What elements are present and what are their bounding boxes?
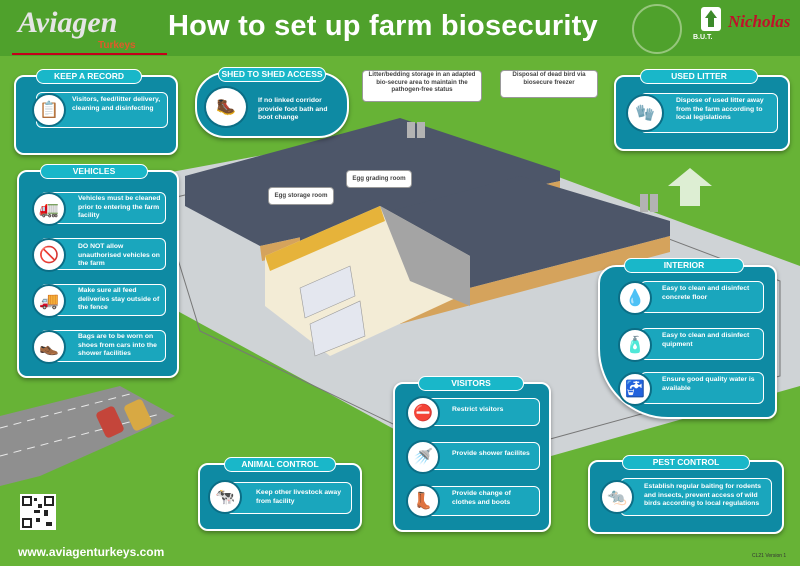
used-litter-icon: 🧤	[626, 94, 664, 132]
shed-title: SHED TO SHED ACCESS	[218, 67, 326, 82]
clipboard-icon: 📋	[32, 93, 66, 127]
water-tap-icon: 🚰	[618, 372, 652, 406]
animal-box	[226, 482, 352, 514]
visitors-title: VISITORS	[418, 376, 524, 391]
interior-item-3-box	[640, 372, 764, 404]
shower-icon: 🚿	[406, 440, 440, 474]
qr-code-icon	[20, 494, 56, 530]
keep-record-text: Visitors, feed/litter delivery, cleaning…	[72, 96, 161, 112]
page-title: How to set up farm biosecurity	[168, 10, 598, 42]
logo-underline	[12, 53, 167, 55]
pest-title: PEST CONTROL	[622, 455, 750, 470]
partner-nicholas: Nicholas	[728, 12, 791, 31]
visitors-item-3: Provide change of clothes and boots	[452, 490, 511, 506]
aviagen-logo: Aviagen Turkeys	[12, 4, 167, 55]
farm-scene	[0, 118, 800, 486]
footer-url[interactable]: www.aviagenturkeys.com	[18, 545, 165, 559]
visitors-item-2: Provide shower facilites	[452, 450, 530, 457]
interior-item-1: Easy to clean and disinfect concrete flo…	[662, 285, 750, 301]
floor-spray-icon: 💧	[618, 281, 652, 315]
livestock-icon: 🐄	[208, 480, 242, 514]
vehicles-item-2: DO NOT allow unauthorised vehicles on th…	[78, 243, 160, 267]
seal-logo	[632, 4, 682, 54]
but-logo-icon	[701, 7, 721, 31]
dead-bird-callout: Disposal of dead bird via biosecure free…	[500, 70, 598, 98]
egg-storage-callout: Egg storage room	[268, 187, 334, 205]
interior-item-1-box	[640, 281, 764, 313]
vehicles-title: VEHICLES	[40, 164, 148, 179]
keep-record-title: KEEP A RECORD	[36, 69, 142, 84]
visitors-item-1: Restrict visitors	[452, 406, 504, 413]
brand-name: Aviagen	[18, 6, 118, 39]
used-litter-text: Dispose of used litter away from the far…	[676, 97, 764, 121]
foot-bath-icon: 🥾	[204, 86, 248, 128]
no-car-icon: 🚫	[32, 238, 66, 272]
vehicles-item-1: Vehicles must be cleaned prior to enteri…	[78, 195, 161, 219]
shed-text: If no linked corridor provide foot bath …	[258, 97, 328, 121]
vehicles-item-4: Bags are to be worn on shoes from cars i…	[78, 333, 157, 357]
used-litter-title: USED LITTER	[640, 69, 758, 84]
vehicles-item-3: Make sure all feed deliveries stay outsi…	[78, 287, 160, 311]
animal-title: ANIMAL CONTROL	[224, 457, 336, 472]
interior-item-2: Easy to clean and disinfect quipment	[662, 332, 750, 348]
partner-but: B.U.T.	[693, 34, 713, 41]
litter-storage-callout: Litter/bedding storage in an adapted bio…	[362, 70, 482, 102]
clothes-boots-icon: 👢	[406, 484, 440, 518]
disinfect-bottle-icon: 🧴	[618, 328, 652, 362]
pest-box	[620, 478, 772, 516]
interior-item-2-box	[640, 328, 764, 360]
animal-text: Keep other livestock away from facility	[256, 489, 341, 505]
egg-grading-callout: Egg grading room	[346, 170, 412, 188]
truck-wash-icon: 🚛	[32, 192, 66, 226]
feed-truck-icon: 🚚	[32, 284, 66, 318]
interior-title: INTERIOR	[624, 258, 744, 273]
shoe-cover-icon: 👞	[32, 330, 66, 364]
pest-text: Establish regular baiting for rodents an…	[644, 483, 762, 507]
version-label: CL21 Version 1	[752, 553, 787, 559]
no-visitors-icon: ⛔	[406, 396, 440, 430]
pest-icon: 🐀	[600, 480, 634, 514]
brand-sub: Turkeys	[98, 40, 136, 51]
interior-item-3: Ensure good quality water is available	[662, 376, 755, 392]
